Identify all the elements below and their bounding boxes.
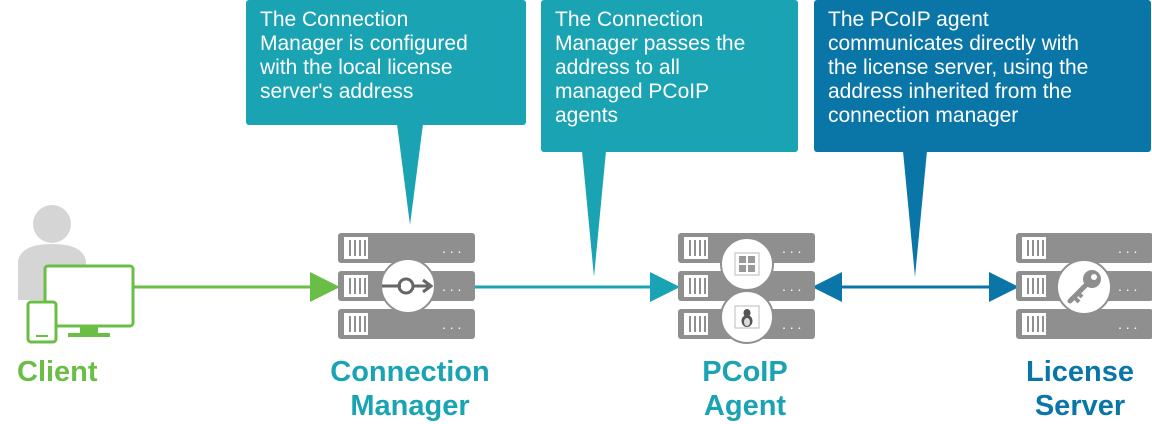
license-server-label: License Server xyxy=(1026,356,1134,422)
client-label: Client xyxy=(17,356,98,388)
callout-agent-communicates: The PCoIP agent communicates directly wi… xyxy=(814,0,1151,152)
connection-manager-label: Connection Manager xyxy=(330,356,490,422)
server-unit: . . . xyxy=(1016,309,1152,339)
callout-3-pointer xyxy=(903,151,927,277)
server-unit: . . . xyxy=(1016,233,1152,263)
connection-manager-server: . . . . . . . . . xyxy=(338,233,475,339)
user-devices-icon xyxy=(18,205,135,344)
linux-icon xyxy=(720,290,774,344)
license-server: . . . . . . . . . xyxy=(1016,233,1152,339)
server-unit: . . . xyxy=(338,309,475,339)
server-unit: . . . xyxy=(338,233,475,263)
svg-text:. . .: . . . xyxy=(442,240,461,256)
svg-text:. . .: . . . xyxy=(1118,278,1137,294)
redirect-arrow-icon xyxy=(380,258,436,314)
svg-text:. . .: . . . xyxy=(1118,240,1137,256)
callout-license-configured: The Connection Manager is configured wit… xyxy=(246,0,526,125)
key-icon xyxy=(1056,259,1112,315)
svg-text:. . .: . . . xyxy=(782,278,801,294)
callout-2-pointer xyxy=(582,151,606,277)
pcoip-agent-server: . . . . . . . . . xyxy=(678,233,815,344)
callout-1-pointer xyxy=(397,124,423,225)
callout-text: The PCoIP agent communicates directly wi… xyxy=(828,8,1089,127)
svg-text:. . .: . . . xyxy=(782,316,801,332)
svg-text:. . .: . . . xyxy=(442,316,461,332)
pcoip-agent-label: PCoIP Agent xyxy=(702,356,788,422)
callout-text: The Connection Manager passes the addres… xyxy=(555,8,746,127)
windows-icon xyxy=(720,237,774,291)
svg-text:. . .: . . . xyxy=(782,240,801,256)
svg-text:. . .: . . . xyxy=(1118,316,1137,332)
callout-address-passed: The Connection Manager passes the addres… xyxy=(541,0,798,152)
svg-text:. . .: . . . xyxy=(442,278,461,294)
callout-text: The Connection Manager is configured wit… xyxy=(260,8,468,103)
